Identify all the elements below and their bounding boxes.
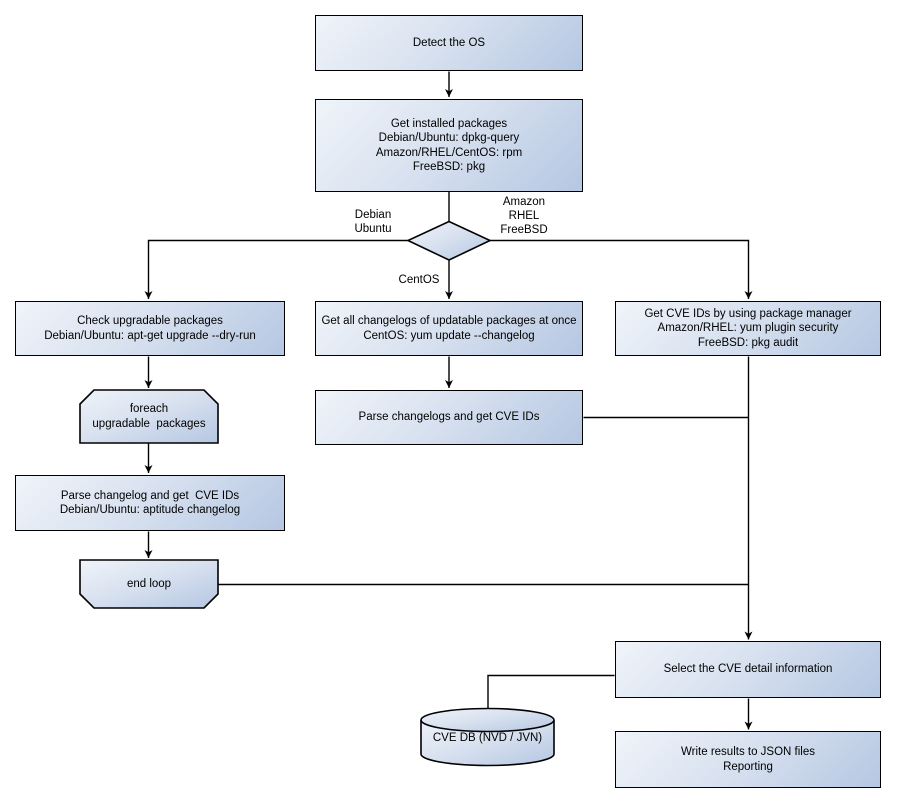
foreach-loop-shape <box>79 389 219 444</box>
cve-db-cylinder-shape <box>420 720 555 767</box>
node-write-results: Write results to JSON files Reporting <box>615 731 881 788</box>
node-parse-changelog-debian: Parse changelog and get CVE IDs Debian/U… <box>15 475 285 531</box>
branch-label-debian-ubuntu: Debian Ubuntu <box>354 208 392 236</box>
node-get-installed-packages: Get installed packages Debian/Ubuntu: dp… <box>315 99 583 192</box>
end-loop-shape <box>79 559 219 609</box>
end-loop-label: end loop <box>126 577 172 590</box>
branch-label-centos: CentOS <box>398 273 440 286</box>
node-get-all-changelogs: Get all changelogs of updatable packages… <box>315 301 583 356</box>
cve-db-cylinder-lid <box>420 707 555 733</box>
cve-db-label: CVE DB (NVD / JVN) <box>432 731 543 744</box>
foreach-loop-label: foreach upgradable packages <box>92 403 206 430</box>
node-parse-changelogs-centos: Parse changelogs and get CVE IDs <box>315 390 583 445</box>
branch-label-amazon-rhel-freebsd: Amazon RHEL FreeBSD <box>500 196 548 236</box>
node-select-cve-detail: Select the CVE detail information <box>615 641 881 698</box>
decision-diamond-shape <box>406 220 492 261</box>
node-get-cve-ids-package-manager: Get CVE IDs by using package manager Ama… <box>615 301 881 356</box>
edge-decision-to-get-cve-ids <box>490 239 753 299</box>
edge-cve-db-to-select <box>487 674 615 711</box>
node-check-upgradable-packages: Check upgradable packages Debian/Ubuntu:… <box>15 301 285 356</box>
edge-decision-to-check-upgradable <box>144 239 408 299</box>
node-detect-os: Detect the OS <box>315 15 583 71</box>
